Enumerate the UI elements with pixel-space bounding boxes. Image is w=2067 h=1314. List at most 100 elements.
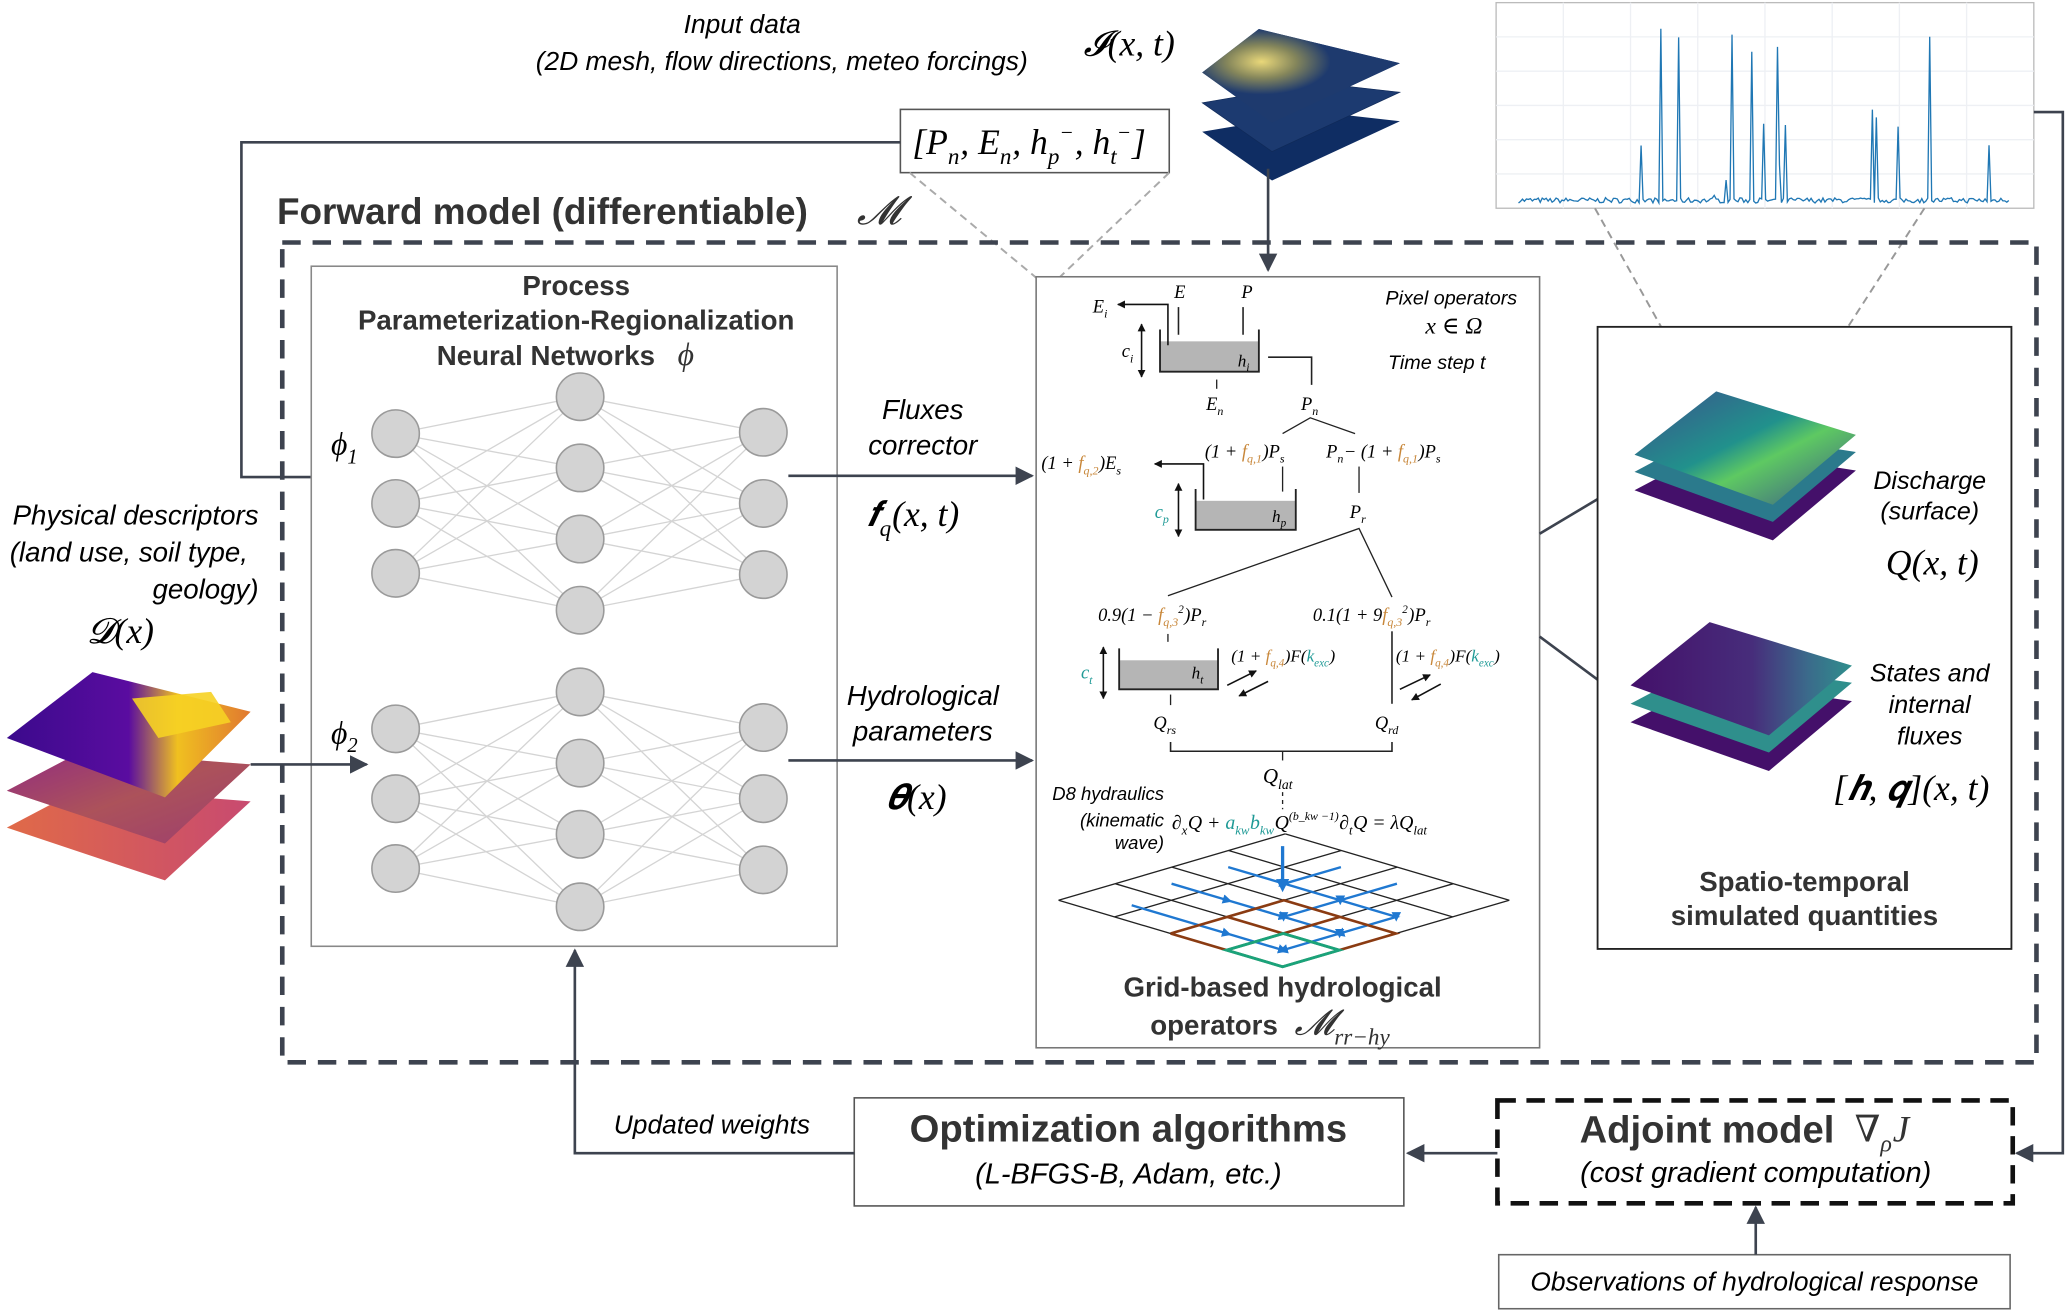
- math-term: f: [1398, 441, 1406, 461]
- math-subscript: i: [1104, 307, 1107, 321]
- math-term: 𝒉, 𝒒: [1847, 768, 1913, 808]
- adjoint-subtitle: (cost gradient computation): [1580, 1157, 1931, 1189]
- precip-label: P: [1240, 282, 1252, 302]
- parameters-symbol: 𝜽(x): [886, 777, 947, 817]
- forcings-to-nn-arrow: [240, 141, 901, 487]
- math-term: (1 +: [1231, 647, 1265, 666]
- nn-neuron: [371, 478, 421, 528]
- fluxes-corrector-label: Fluxes: [882, 394, 964, 425]
- input-map-stack: [1201, 28, 1402, 181]
- optimization-box[interactable]: Optimization algorithms (L-BFGS-B, Adam,…: [853, 1097, 1405, 1207]
- math-term: Q +: [1188, 812, 1225, 834]
- nn-connection: [395, 867, 581, 908]
- d8-label: D8 hydraulics: [1052, 783, 1164, 804]
- nn-title-line: Parameterization-Regionalization: [358, 304, 794, 335]
- flux-line: [1268, 356, 1313, 385]
- nn-connection: [395, 467, 581, 574]
- math-term: ): [1328, 647, 1335, 666]
- math-term: ∂: [1339, 812, 1349, 834]
- math-subscript: p: [1162, 512, 1169, 526]
- grid-line: [1285, 833, 1510, 901]
- math-subscript: n: [1337, 451, 1343, 465]
- math-subscript: 1: [347, 447, 357, 469]
- observations-box[interactable]: Observations of hydrological response: [1497, 1253, 2011, 1310]
- nn-connection: [579, 869, 764, 908]
- hydrological-parameters-label: parameters: [852, 716, 993, 747]
- nn-neuron: [555, 667, 605, 717]
- forward-model-frame: [279, 240, 2039, 1065]
- math-subscript: i: [1246, 362, 1249, 374]
- math-subscript: n: [948, 144, 960, 170]
- math-subscript: q,1: [1403, 451, 1418, 465]
- math-term: )F(: [1448, 647, 1472, 666]
- math-superscript: −: [1059, 120, 1073, 144]
- nn-neuron: [371, 844, 421, 894]
- qrs-label: Qrs: [1153, 713, 1176, 737]
- math-term: ): [1493, 647, 1500, 666]
- math-subscript: rr−hy: [1334, 1025, 1390, 1051]
- nn-connection: [395, 538, 581, 574]
- states-label: States and: [1870, 659, 1991, 687]
- discharge-symbol: Q(x, t): [1886, 543, 1979, 583]
- descriptors-label: (land use, soil type,: [10, 536, 248, 567]
- nn-neuron: [555, 585, 605, 635]
- nn-connection: [579, 727, 764, 908]
- discharge-label: Discharge: [1873, 467, 1986, 495]
- es-expression: (1 + fq,2 )Es: [1041, 453, 1121, 477]
- nn-title-line: Process: [522, 270, 630, 301]
- math-term: )F(: [1284, 647, 1308, 666]
- flow-direction-path: [1227, 865, 1289, 887]
- nn-connection: [395, 396, 581, 435]
- math-term: f: [1158, 605, 1166, 625]
- math-subscript: t: [1349, 824, 1353, 838]
- math-term: )E: [1098, 453, 1116, 474]
- math-term: h: [1238, 351, 1247, 370]
- kinematic-wave-equation: ∂x Q + akw bkw Q(b_kw −1) ∂t Q = λQlat: [1172, 809, 1427, 837]
- math-term: )P: [1417, 441, 1435, 462]
- nn-neuron: [555, 882, 605, 932]
- math-subscript: lat: [1278, 777, 1294, 792]
- math-term: f: [1430, 647, 1437, 666]
- math-subscript: r: [1426, 615, 1431, 629]
- math-subscript: t: [1089, 673, 1093, 687]
- math-term: c: [1155, 502, 1163, 522]
- math-subscript: q,2: [1084, 463, 1099, 477]
- math-subscript: 2: [347, 735, 357, 757]
- nn-neuron: [738, 478, 788, 528]
- math-subscript: s: [1436, 451, 1441, 465]
- math-subscript: kw: [1235, 824, 1250, 838]
- forward-model-title: Forward model (differentiable): [277, 191, 808, 232]
- exchange-arrow: [1226, 670, 1257, 687]
- math-subscript: kw: [1260, 824, 1275, 838]
- discharge-label: (surface): [1880, 497, 1979, 525]
- math-subscript: t: [1110, 144, 1117, 170]
- pixel-operators-label: Pixel operators: [1385, 287, 1517, 309]
- nn-connection: [395, 691, 581, 730]
- fluxes-symbol: 𝒇q (x, t): [867, 494, 959, 542]
- math-term: Q: [1263, 764, 1278, 788]
- observations-to-adjoint-arrow: [2014, 110, 2065, 1163]
- math-subscript: exc: [1479, 657, 1494, 669]
- flow-direction-path: [1131, 904, 1288, 954]
- math-subscript: r: [1202, 615, 1207, 629]
- math-subscript: rs: [1167, 723, 1177, 737]
- discharge-timeseries-plot: [1495, 1, 2035, 209]
- nn-neuron: [738, 550, 788, 600]
- math-superscript: (b_kw −1): [1289, 809, 1339, 823]
- adjoint-model-box[interactable]: Adjoint model ∇ρ J (cost gradient comput…: [1495, 1098, 2016, 1206]
- nn-neuron: [371, 548, 421, 598]
- exchange-arrow: [1399, 674, 1431, 691]
- evap-label: E: [1173, 282, 1185, 302]
- descriptors-label: Physical descriptors: [13, 500, 259, 531]
- grid-line: [1058, 833, 1286, 901]
- nn-connection: [579, 431, 764, 540]
- nn-title-line: Neural Networks: [437, 340, 655, 371]
- descriptors-label: geology): [152, 573, 258, 604]
- math-term: a: [1225, 812, 1235, 834]
- nn-neuron: [371, 774, 421, 824]
- ei-arrow: [1117, 300, 1169, 346]
- phi2-label: ϕ2: [331, 715, 358, 757]
- math-term: Q: [1153, 713, 1166, 733]
- split-line: [1282, 417, 1356, 435]
- en-label: En: [1205, 394, 1223, 418]
